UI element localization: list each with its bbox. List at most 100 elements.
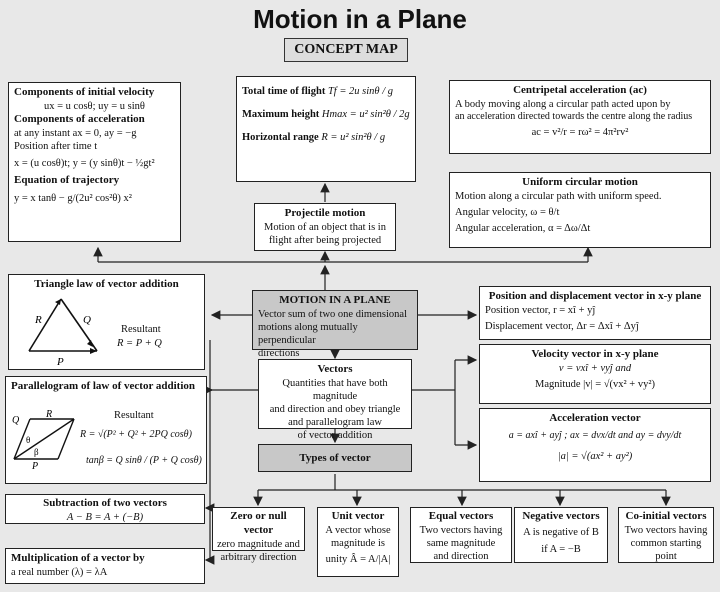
equal-vectors-box: Equal vectors Two vectors having same ma… [410, 507, 512, 563]
acceleration-heading: Acceleration vector [549, 412, 641, 424]
components-box: Components of initial velocity ux = u co… [8, 82, 181, 242]
theta-label: θ [26, 435, 30, 445]
range-label: Horizontal range [242, 132, 319, 144]
position-line-1: Position vector, r = xî + yĵ [485, 304, 596, 316]
coinitial-heading: Co-initial vectors [625, 510, 707, 522]
unit-heading: Unit vector [331, 510, 385, 522]
projectile-line-1: Motion of an object that is in [264, 221, 386, 233]
multiplication-box: Multiplication of a vector by a real num… [5, 548, 205, 584]
triangle-heading: Triangle law of vector addition [34, 278, 179, 290]
vectors-line-1: Quantities that have both magnitude [282, 377, 388, 402]
position-line-2: Displacement vector, Δr = Δxî + Δyĵ [485, 320, 639, 332]
flight-time-label: Total time of flight [242, 86, 326, 97]
concept-map-label: CONCEPT MAP [284, 38, 408, 62]
triangle-resultant-formula: R = P + Q [117, 338, 162, 349]
subtraction-formula: A − B = A + (−B) [66, 511, 144, 523]
types-heading: Types of vector [299, 452, 371, 464]
zero-line-1: zero magnitude and [217, 538, 300, 550]
components-line-4: x = (u cosθ)t; y = (y sinθ)t − ½gt² [14, 157, 155, 169]
unit-line-1: A vector whose [325, 524, 391, 536]
components-heading-2: Components of acceleration [14, 112, 145, 125]
equal-heading: Equal vectors [428, 510, 494, 522]
vectors-line-4: of vector addition [297, 430, 373, 442]
beta-label: β [34, 447, 39, 457]
acceleration-vector-box: Acceleration vector a = axî + ayĵ ; ax =… [479, 408, 711, 482]
parallelogram-heading: Parallelogram of law of vector addition [11, 380, 196, 392]
components-line-5: y = x tanθ − g/(2u² cos²θ) x² [14, 192, 132, 204]
coinitial-vectors-box: Co-initial vectors Two vectors having co… [618, 507, 714, 563]
components-line-3: Position after time t [14, 140, 98, 152]
parallelogram-law-box: Parallelogram of law of vector addition … [5, 376, 207, 484]
projectile-line-2: flight after being projected [268, 234, 382, 246]
center-line-2: motions along mutually perpendicular [258, 321, 358, 346]
components-line-1: ux = u cosθ; uy = u sinθ [44, 100, 145, 112]
max-height-formula: Hmax = u² sin²θ / 2g [321, 109, 410, 121]
equal-line-2: same magnitude [426, 537, 496, 549]
page-title: Motion in a Plane [253, 4, 467, 34]
centripetal-line-2: an acceleration directed towards the cen… [455, 110, 693, 122]
triangle-r-label: R [34, 314, 42, 326]
position-vector-box: Position and displacement vector in x-y … [479, 286, 711, 340]
negative-line-1: A is negative of B [523, 526, 599, 538]
centripetal-box: Centripetal acceleration (ac) A body mov… [449, 80, 711, 154]
range-formula: R = u² sin²θ / g [321, 132, 386, 144]
circular-line-2: Angular velocity, ω = θ/t [455, 206, 560, 218]
components-heading-3: Equation of trajectory [14, 174, 120, 186]
circular-motion-box: Uniform circular motion Motion along a c… [449, 172, 711, 248]
flight-time-formula: Tf = 2u sinθ / g [327, 86, 393, 97]
center-line-3: directions [258, 348, 300, 360]
center-line-1: Vector sum of two one dimensional [258, 308, 408, 320]
parallelogram-angle-formula: tanβ = Q sinθ / (P + Q cosθ) [86, 455, 202, 466]
unit-line-3: unity Â = A/|A| [325, 554, 391, 565]
subtraction-box: Subtraction of two vectors A − B = A + (… [5, 494, 205, 524]
coinitial-line-1: Two vectors having [624, 524, 708, 536]
multiplication-heading: Multiplication of a vector by [11, 552, 145, 564]
triangle-resultant-label: Resultant [121, 324, 161, 335]
vectors-line-3: and parallelogram law [288, 417, 382, 429]
coinitial-line-3: point [655, 551, 677, 562]
circular-line-3: Angular acceleration, α = Δω/Δt [455, 223, 591, 234]
parallelogram-p-label: P [31, 461, 38, 469]
components-heading: Components of initial velocity [14, 86, 155, 98]
triangle-q-label: Q [83, 314, 91, 326]
vectors-heading: Vectors [317, 363, 353, 375]
parallelogram-r-label: R [45, 409, 52, 420]
velocity-heading: Velocity vector in x-y plane [531, 348, 659, 360]
negative-vectors-box: Negative vectors A is negative of B if A… [514, 507, 608, 563]
negative-heading: Negative vectors [522, 510, 600, 522]
parallelogram-resultant-label: Resultant [114, 410, 154, 421]
circular-heading: Uniform circular motion [522, 176, 638, 188]
parallelogram-resultant-formula: R = √(P² + Q² + 2PQ cosθ) [80, 429, 192, 440]
parallelogram-diagram: Q R θ β P [12, 409, 75, 469]
coinitial-line-2: common starting [630, 537, 702, 549]
projectile-box: Projectile motion Motion of an object th… [254, 203, 396, 251]
motion-in-plane-box: MOTION IN A PLANE Vector sum of two one … [252, 290, 418, 359]
velocity-line-1: v = vxî + vyĵ and [558, 362, 632, 374]
velocity-line-2: Magnitude |v| = √(vx² + vy²) [535, 378, 655, 390]
centripetal-heading: Centripetal acceleration (ac) [513, 84, 647, 96]
components-line-2: at any instant ax = 0, ay = −g [14, 127, 137, 139]
parallelogram-q-label: Q [12, 415, 20, 426]
vectors-line-2: and direction and obey triangle [269, 404, 401, 415]
centripetal-line-1: A body moving along a circular path acte… [455, 98, 671, 110]
circular-line-1: Motion along a circular path with unifor… [455, 190, 662, 202]
types-of-vector-box: Types of vector [258, 444, 412, 472]
triangle-diagram: R Q P [28, 298, 98, 367]
triangle-p-label: P [56, 356, 64, 367]
multiplication-line-1: a real number (λ) = λA [11, 566, 108, 578]
equal-line-1: Two vectors having [419, 524, 503, 536]
centripetal-formula: ac = v²/r = rω² = 4π²rv² [531, 127, 629, 139]
zero-vector-box: Zero or null vector zero magnitude and a… [212, 507, 305, 563]
unit-vector-box: Unit vector A vector whose magnitude is … [317, 507, 399, 577]
subtraction-heading: Subtraction of two vectors [43, 497, 167, 509]
zero-heading: Zero or null vector [230, 510, 287, 536]
vectors-box: Vectors Quantities that have both magnit… [258, 359, 412, 441]
acceleration-line-1: a = axî + ayĵ ; ax = dvx/dt and ay = dvy… [508, 429, 682, 441]
zero-line-2: arbitrary direction [220, 551, 297, 563]
position-heading: Position and displacement vector in x-y … [488, 290, 702, 302]
max-height-label: Maximum height [242, 109, 320, 121]
projectile-heading: Projectile motion [284, 207, 366, 219]
flight-box: Total time of flight Tf = 2u sinθ / g Ma… [236, 76, 416, 182]
negative-line-2: if A = −B [541, 543, 581, 555]
